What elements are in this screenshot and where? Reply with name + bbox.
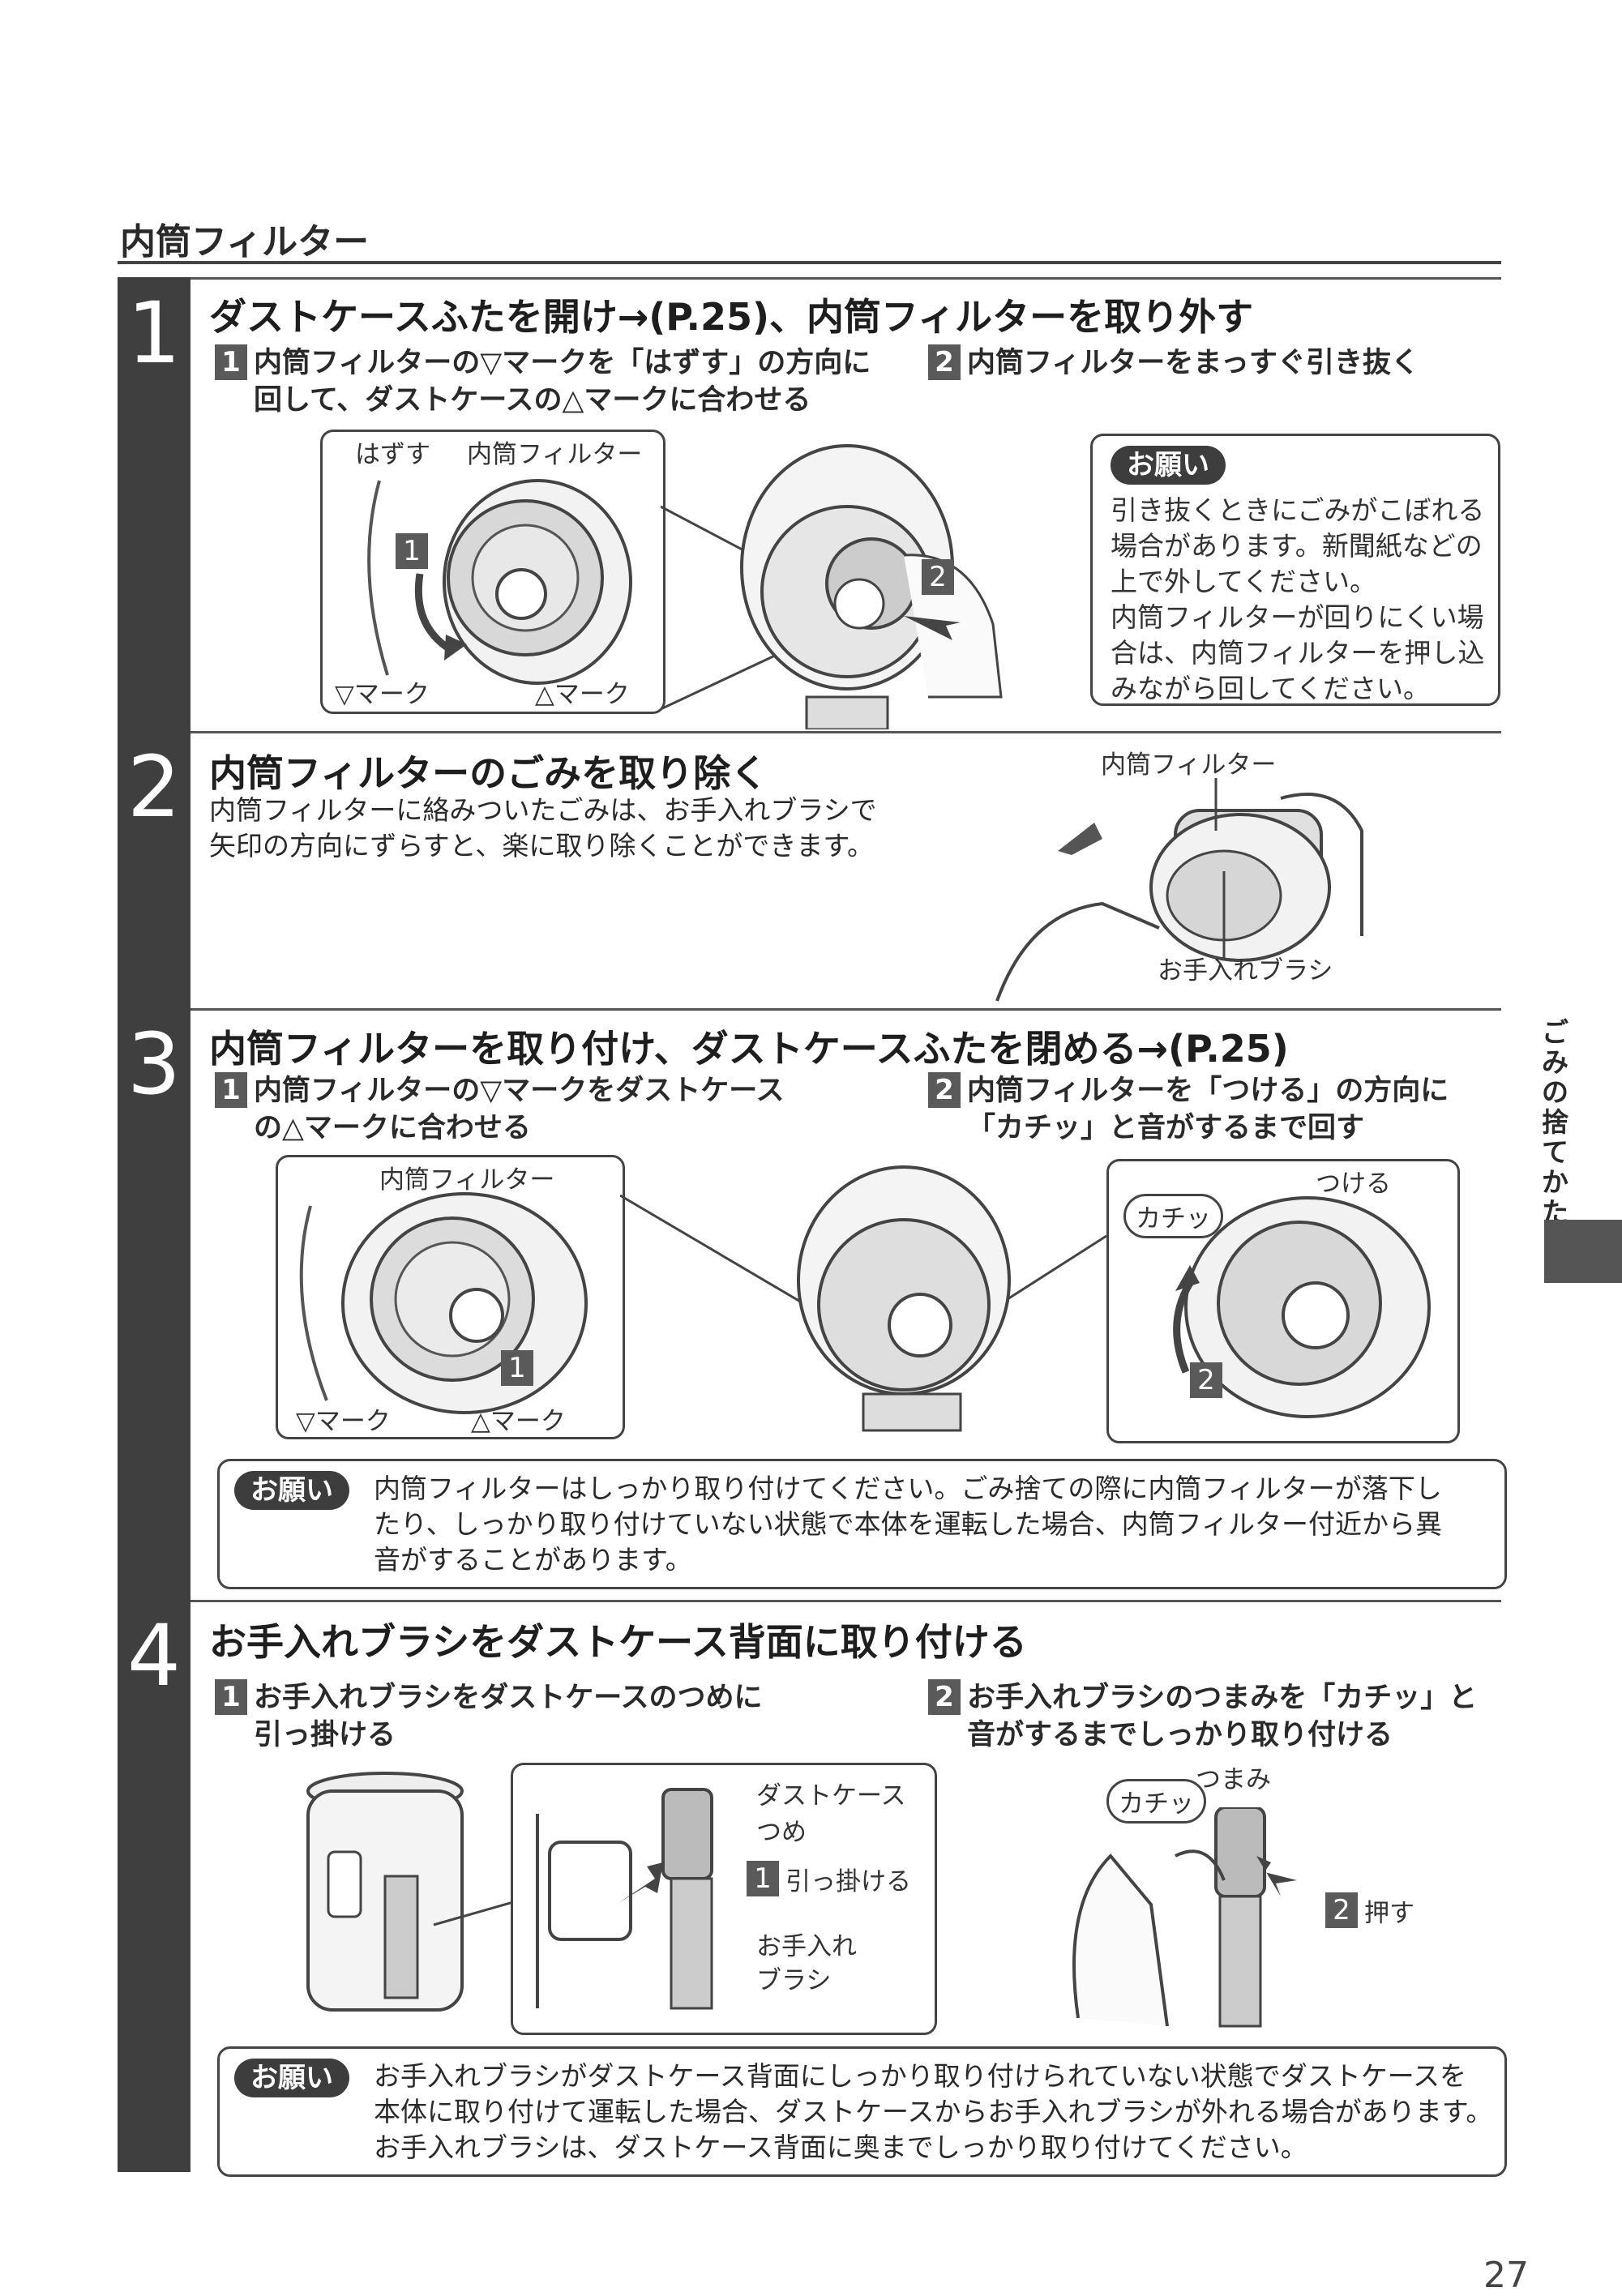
step-1-number: 1 [126, 284, 182, 383]
note-label: お願い [234, 1471, 349, 1510]
label-a-mark: △マーク [535, 680, 630, 709]
step-4-press-illustration [1072, 1807, 1297, 2028]
step-3-title: 内筒フィルターを取り付け、ダストケースふたを閉める→(P.25) [209, 1027, 1289, 1071]
section-title: 内筒フィルター [120, 221, 370, 263]
step-4-number: 4 [126, 1606, 182, 1705]
note-label: お願い [234, 2059, 349, 2097]
step-3-zoom-figure-2: つける カチッ 2 [1106, 1159, 1460, 1443]
filter-attach-illustration [1173, 1196, 1431, 1418]
step-4-note: お願い お手入れブラシがダストケース背面にしっかり取り付けられていない状態でダス… [217, 2046, 1507, 2177]
step-2-title: 内筒フィルターのごみを取り除く [209, 751, 768, 795]
label-a-mark: △マーク [471, 1407, 566, 1436]
step-1-bar [118, 277, 190, 731]
click-bubble: カチッ [1123, 1194, 1223, 1238]
filter-zoom-illustration [367, 479, 632, 685]
label-tsumami: つまみ [1196, 1765, 1271, 1794]
label-dustcase: ダストケース [756, 1781, 906, 1811]
figure-badge-2: 2 [1325, 1892, 1358, 1928]
dust-case-illustration [306, 1772, 520, 2012]
figure-badge-1: 1 [396, 533, 428, 569]
step-2-body: 内筒フィルターに絡みついたごみは、お手入れブラシで 矢印の方向にずらすと、楽に取… [209, 794, 877, 862]
step-badge: 1 [215, 1679, 247, 1715]
label-v-mark: ▽マーク [296, 1407, 391, 1436]
label-filter: 内筒フィルター [1101, 750, 1277, 780]
label-brush: お手入れブラシ [1158, 956, 1333, 986]
label-filter: 内筒フィルター [467, 440, 643, 469]
step-4-bar [118, 1600, 190, 2172]
label-hazusu: はずす [355, 440, 430, 469]
step-badge: 1 [215, 344, 247, 380]
label-v-mark: ▽マーク [335, 680, 430, 709]
step-1-note: お願い 引き抜くときにごみがこぼれる 場合があります。新聞紙などの 上で外してく… [1090, 434, 1500, 706]
step-3-note: お願い 内筒フィルターはしっかり取り付けてください。ごみ捨ての際に内筒フィルター… [217, 1459, 1507, 1589]
label-filter: 内筒フィルター [379, 1165, 555, 1195]
note-text: お手入れブラシがダストケース背面にしっかり取り付けられていない状態でダストケース… [374, 2060, 1493, 2163]
hook-brush-illustration [536, 1788, 713, 2010]
step-badge: 1 [215, 1072, 247, 1108]
figure-badge-2: 2 [1190, 1362, 1222, 1398]
side-tab-label: ごみの捨てかた [1542, 1016, 1569, 1228]
step-3-main-illustration [620, 1165, 1106, 1432]
step-badge: 2 [928, 1072, 961, 1108]
step-3-rule [190, 1008, 1501, 1011]
step-3-zoom-figure-1: 内筒フィルター 1 ▽マーク △マーク [276, 1155, 625, 1439]
page-number: 27 [1483, 2255, 1529, 2296]
step-1-zoom-figure: はずす 内筒フィルター 1 ▽マーク △マーク [320, 430, 665, 714]
label-tsukeru: つける [1316, 1169, 1391, 1199]
step-badge: 2 [928, 1679, 961, 1715]
note-text: 引き抜くときにごみがこぼれる 場合があります。新聞紙などの 上で外してください。… [1111, 494, 1485, 704]
step-2-bar [118, 731, 190, 1008]
step-2-number: 2 [126, 738, 182, 836]
label-tsume: つめ [756, 1818, 807, 1847]
step-1-main-illustration [661, 444, 1003, 729]
step-4-title: お手入れブラシをダストケース背面に取り付ける [209, 1620, 1027, 1664]
side-tab-block [1544, 1220, 1622, 1283]
step-1-rule [190, 277, 1501, 280]
label-brush-2: ブラシ [756, 1966, 832, 1995]
step-3-number: 3 [126, 1015, 182, 1114]
note-text: 内筒フィルターはしっかり取り付けてください。ごみ捨ての際に内筒フィルターが落下し… [374, 1473, 1443, 1576]
note-label: お願い [1111, 446, 1226, 485]
step-4-rule [190, 1600, 1501, 1602]
figure-badge-1: 1 [501, 1350, 533, 1386]
figure-badge-2: 2 [922, 559, 954, 595]
step-3-bar [118, 1008, 190, 1600]
click-bubble: カチッ [1106, 1779, 1206, 1824]
step-2-illustration [995, 778, 1363, 1002]
step-2-rule [190, 731, 1501, 733]
step-1-title: ダストケースふたを開け→(P.25)、内筒フィルターを取り外す [209, 295, 1254, 339]
label-brush-1: お手入れ [756, 1932, 857, 1961]
filter-align-illustration [299, 1192, 588, 1414]
figure-badge-1: 1 [747, 1861, 779, 1896]
step-badge: 2 [928, 344, 961, 380]
section-rule [118, 261, 1501, 264]
